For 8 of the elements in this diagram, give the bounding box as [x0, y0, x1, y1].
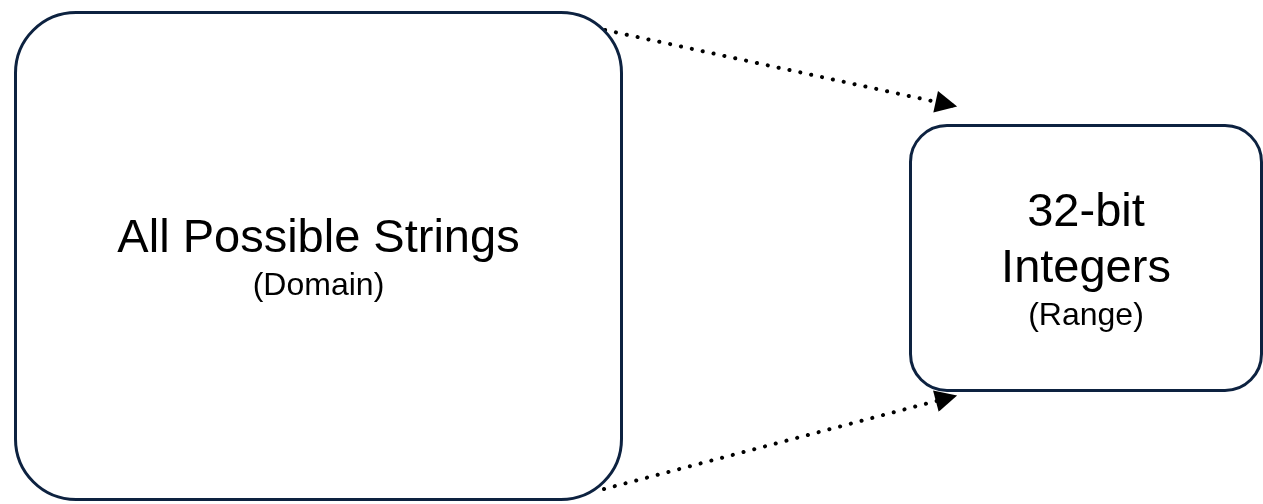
dotted-arrow	[602, 390, 958, 491]
dotted-arrow	[603, 28, 958, 113]
node-subtitle: (Domain)	[252, 265, 385, 304]
node-title: 32-bit Integers	[1000, 182, 1172, 294]
rounded-box	[909, 124, 1263, 392]
node-title: All Possible Strings	[117, 208, 520, 264]
node-subtitle: (Range)	[1028, 295, 1144, 334]
rounded-box	[14, 11, 623, 501]
